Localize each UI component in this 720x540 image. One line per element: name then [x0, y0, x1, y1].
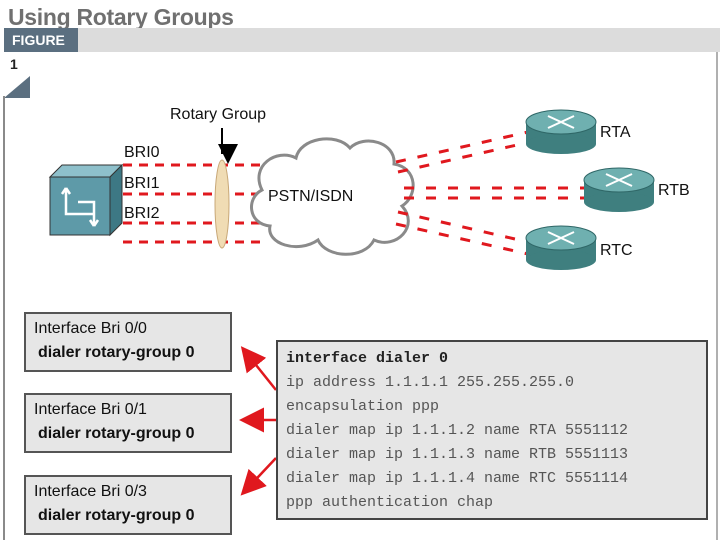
interface-box-bri03: Interface Bri 0/3 dialer rotary-group 0	[24, 475, 232, 535]
interface-command: dialer rotary-group 0	[38, 425, 195, 442]
page-title: Using Rotary Groups	[8, 4, 234, 30]
bri2-label: BRI2	[124, 205, 160, 222]
config-line: encapsulation ppp	[286, 398, 440, 415]
cloud-label: PSTN/ISDN	[268, 188, 354, 205]
interface-command: dialer rotary-group 0	[38, 507, 195, 524]
router-rtb-icon	[583, 167, 655, 212]
left-rule	[3, 96, 5, 540]
bri1-label: BRI1	[124, 175, 160, 192]
config-line: ip address 1.1.1.1 255.255.255.0	[286, 374, 575, 391]
interface-box-bri01: Interface Bri 0/1 dialer rotary-group 0	[24, 393, 232, 453]
rotary-group-ellipse	[214, 159, 230, 249]
interface-name: Interface Bri 0/3	[34, 483, 147, 500]
wan-links	[395, 130, 584, 256]
figure-bar	[4, 28, 720, 52]
router-rta-label: RTA	[600, 124, 631, 141]
config-line: dialer map ip 1.1.1.3 name RTB 5551113	[286, 446, 629, 463]
router-rtc-label: RTC	[600, 242, 633, 259]
router-rtb-label: RTB	[658, 182, 690, 199]
interface-name: Interface Bri 0/0	[34, 320, 147, 337]
figure-corner-decoration	[4, 76, 30, 98]
router-rta-icon	[525, 109, 597, 154]
router-rtc-icon	[525, 225, 597, 270]
config-line: ppp authentication chap	[286, 494, 494, 511]
pstn-cloud-icon	[250, 137, 415, 256]
right-rule	[716, 52, 718, 540]
bri-links	[123, 163, 262, 244]
access-server-icon	[48, 163, 124, 237]
figure-tab[interactable]: FIGURE	[4, 28, 78, 52]
config-arrows	[239, 346, 277, 496]
config-line: dialer map ip 1.1.1.4 name RTC 5551114	[286, 470, 629, 487]
config-line: dialer map ip 1.1.1.2 name RTA 5551112	[286, 422, 629, 439]
figure-number: 1	[10, 56, 18, 72]
rotary-group-label: Rotary Group	[170, 106, 267, 123]
config-line: interface dialer 0	[286, 350, 449, 367]
interface-name: Interface Bri 0/1	[34, 401, 147, 418]
interface-box-bri00: Interface Bri 0/0 dialer rotary-group 0	[24, 312, 232, 372]
bri0-label: BRI0	[124, 144, 160, 161]
dialer-config-box: interface dialer 0 ip address 1.1.1.1 25…	[276, 340, 708, 520]
interface-command: dialer rotary-group 0	[38, 344, 195, 361]
